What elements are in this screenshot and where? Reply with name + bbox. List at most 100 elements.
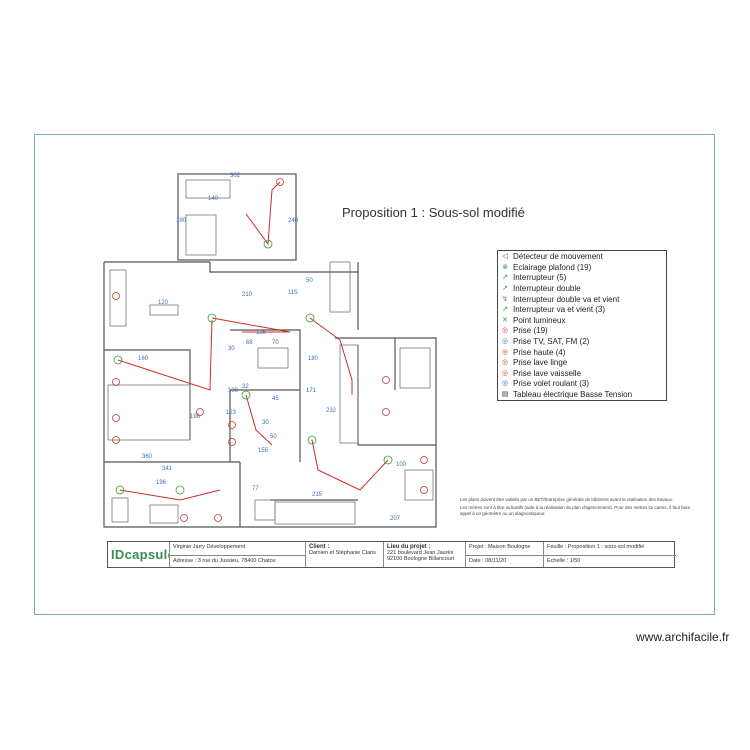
- legend: ◁ Détecteur de mouvement⊗Eclairage plafon…: [497, 250, 667, 401]
- dim-label: 140: [208, 196, 219, 202]
- socket: [112, 436, 120, 444]
- socket: [196, 408, 204, 416]
- legend-item: ✕Point lumineux: [500, 316, 664, 327]
- legend-label: Prise lave vaisselle: [513, 368, 582, 378]
- divider: [466, 555, 543, 556]
- socket: [276, 178, 284, 186]
- dim-label: 232: [326, 408, 337, 414]
- dim-label: 210: [242, 292, 253, 298]
- ceiling-light: [115, 485, 125, 495]
- wire-run: [309, 317, 353, 395]
- two-way-switch-icon: ↗: [502, 306, 508, 314]
- note-measurements: Les mètres sont à titre indicatifs (aide…: [460, 505, 690, 516]
- company-name: Virginie Jarry Développement: [173, 544, 246, 550]
- legend-label: Prise volet roulant (3): [513, 379, 590, 389]
- legend-label: Point lumineux: [513, 315, 566, 325]
- dim-label: 115: [288, 290, 298, 296]
- socket: [112, 378, 120, 386]
- project-cell: Projet : Maison Boulogne Date : 08/11/20: [466, 542, 544, 567]
- tv-socket-icon: ◎: [501, 338, 509, 346]
- socket: [180, 514, 188, 522]
- client-cell: Client : Damien et Stéphanie Claris: [306, 542, 384, 567]
- wardrobe: [109, 269, 127, 327]
- dim-label: 32: [242, 384, 249, 390]
- dim-label: 123: [226, 410, 237, 416]
- location-line-2: 92100 Boulogne Billancourt: [387, 556, 455, 562]
- sheet-cell: Feuille : Proposition 1 : sous-sol modif…: [544, 542, 676, 567]
- staircase: [274, 501, 356, 525]
- notes: Les plans doivent être validés par un BE…: [460, 497, 690, 519]
- socket: [112, 292, 120, 300]
- sheet-name: Feuille : Proposition 1 : sous-sol modif…: [547, 544, 645, 550]
- legend-label: Eclairage plafond (19): [513, 262, 592, 272]
- dim-label: 240: [288, 218, 299, 224]
- idcapsule-logo: IDcapsule: [111, 547, 170, 562]
- legend-label: Prise haute (4): [513, 347, 566, 357]
- company-address: Adresse : 3 rue du Jussieu, 78400 Chatou: [173, 558, 276, 564]
- washing-machine-socket-icon: ◎: [501, 359, 509, 367]
- wall-segment: [357, 345, 436, 446]
- dim-label: 207: [390, 516, 401, 522]
- dim-label: 360: [142, 454, 153, 460]
- title-block: IDcapsule Virginie Jarry Développement A…: [107, 541, 676, 568]
- divider: [170, 555, 305, 556]
- legend-item: ◎Prise haute (4): [500, 347, 664, 358]
- dim-label: 215: [312, 492, 323, 498]
- motion-detector-icon: ◁: [502, 253, 508, 261]
- ceiling-light: [241, 390, 251, 400]
- wall-segment: [335, 337, 437, 528]
- project-date: Date : 08/11/20: [469, 558, 507, 564]
- wire-run: [245, 181, 281, 246]
- legend-label: Prise lave linge: [513, 358, 568, 368]
- dimension-labels: 302 140 240 190 210 115 50 120 136 68 70…: [138, 173, 407, 522]
- watermark: www.archifacile.fr: [636, 630, 730, 644]
- client-label: Client :: [309, 544, 330, 550]
- drawing-sheet: [34, 134, 715, 615]
- dim-label: 77: [252, 486, 259, 492]
- client-value: Damien et Stéphanie Claris: [309, 550, 376, 556]
- legend-item: ↗Interrupteur double: [500, 284, 664, 295]
- appliance-block: [257, 347, 289, 369]
- logo-cell: IDcapsule: [108, 542, 170, 567]
- dim-label: 196: [156, 480, 167, 486]
- legend-label: Interrupteur double: [513, 284, 581, 294]
- dishwasher-socket-icon: ◎: [501, 369, 509, 377]
- dim-label: 155: [258, 448, 269, 454]
- dim-label: 160: [138, 356, 149, 362]
- note-validation: Les plans doivent être validés par un BE…: [460, 497, 674, 502]
- ceiling-light: [305, 313, 315, 323]
- ceiling-light: [207, 313, 217, 323]
- legend-item: ◁ Détecteur de mouvement: [500, 252, 664, 263]
- legend-label: Détecteur de mouvement: [513, 252, 603, 262]
- electrical-panel-icon: ▤: [501, 391, 509, 399]
- upper-room-wall: [177, 173, 297, 261]
- sockets: [112, 178, 428, 522]
- legend-label: Interrupteur va et vient (3): [513, 305, 606, 315]
- dim-label: 100: [396, 462, 407, 468]
- sheet-scale: Echelle : 1/50: [547, 558, 581, 564]
- location-cell: Lieu du projet : 221 boulevard Jean Jaur…: [384, 542, 466, 567]
- location-label: Lieu du projet :: [387, 544, 431, 550]
- socket: [112, 414, 120, 422]
- legend-item: ↗ Interrupteur va et vient (3): [500, 305, 664, 316]
- switch-icon: ↗: [502, 274, 508, 282]
- dim-label: 30: [228, 346, 235, 352]
- dim-label: 171: [306, 388, 317, 394]
- walls: [103, 173, 437, 528]
- legend-item: ▤Tableau électrique Basse Tension: [500, 390, 664, 401]
- legend-item: ⊗Eclairage plafond (19): [500, 263, 664, 274]
- cabinet-column: [339, 344, 359, 444]
- dim-label: 30: [262, 420, 269, 426]
- shutter-socket-icon: ◎: [501, 380, 509, 388]
- dim-label: 50: [306, 278, 313, 284]
- toilet: [254, 499, 276, 521]
- company-cell: Virginie Jarry Développement Adresse : 3…: [170, 542, 306, 567]
- dim-label: 341: [162, 466, 173, 472]
- legend-item: ◎ Prise lave linge: [500, 358, 664, 369]
- dim-label: 180: [308, 356, 319, 362]
- dim-label: 45: [272, 396, 279, 402]
- ceiling-light: [175, 485, 185, 495]
- dim-label: 190: [176, 218, 187, 224]
- socket: [420, 456, 428, 464]
- wall-segment: [103, 262, 358, 528]
